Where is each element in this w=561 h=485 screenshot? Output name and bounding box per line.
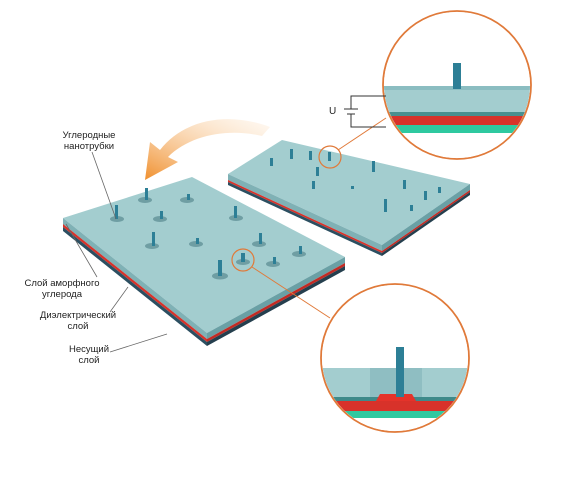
callout-top-zoom [384,12,530,158]
left-nanotubes [115,188,302,276]
label-voltage: U [329,106,337,117]
label-carrier-layer: Несущий слой [68,344,110,366]
right-nanotubes [270,149,441,212]
label-leaders [65,151,168,353]
plate-left [63,177,345,346]
label-amorphous-layer: Слой аморфного углерода [24,278,100,300]
callouts [231,10,532,433]
label-nanotubes: Углеродные нанотрубки [62,130,116,152]
plate-right [228,140,470,256]
transition-arrow [145,119,270,180]
label-dielectric-layer: Диэлектрический слой [39,310,117,332]
voltage-source [344,95,386,128]
